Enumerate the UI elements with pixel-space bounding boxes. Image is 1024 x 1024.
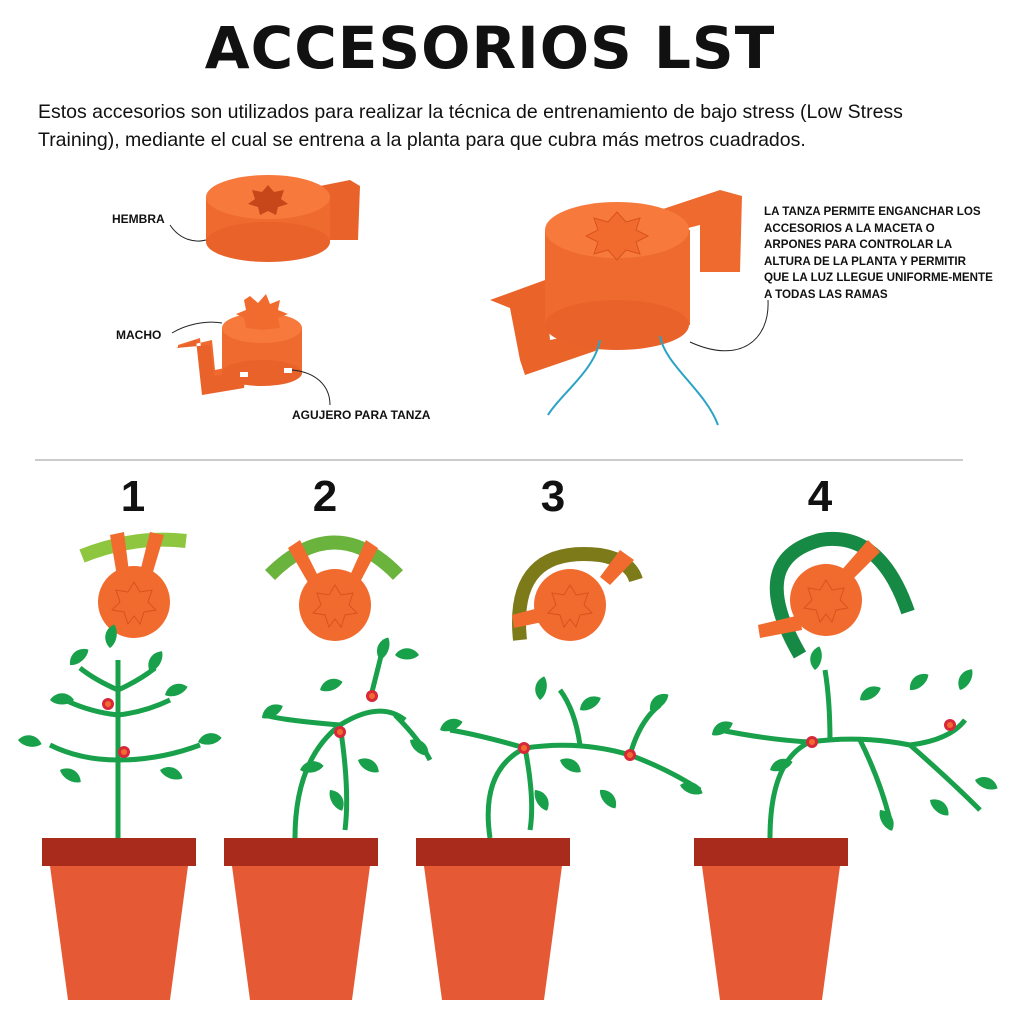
intro-paragraph: Estos accesorios son utilizados para rea… [38, 101, 903, 151]
step-number: 4 [807, 472, 833, 521]
step-4-diagram [758, 531, 915, 659]
hembra-accessory [206, 175, 360, 262]
plant-2 [264, 639, 433, 839]
step-1-diagram [79, 532, 187, 638]
combined-accessory [490, 190, 742, 426]
step-number: 2 [312, 472, 338, 521]
plant-4 [719, 669, 982, 839]
step-number: 3 [540, 472, 566, 521]
pot-4 [694, 838, 848, 1000]
step-3-diagram [512, 547, 643, 641]
step-number: 1 [120, 472, 146, 521]
pot-2 [224, 838, 378, 1000]
pot-3 [416, 838, 570, 1000]
pot-1 [42, 838, 196, 1000]
label-macho: MACHO [116, 328, 162, 342]
step-2-diagram [265, 535, 404, 641]
page-title: ACCESORIOS LST [204, 14, 776, 82]
macho-accessory [176, 294, 302, 395]
label-hembra: HEMBRA [112, 212, 165, 226]
label-agujero: AGUJERO PARA TANZA [292, 408, 431, 422]
tanza-note: LA TANZA PERMITE ENGANCHAR LOS ACCESORIO… [764, 205, 993, 301]
